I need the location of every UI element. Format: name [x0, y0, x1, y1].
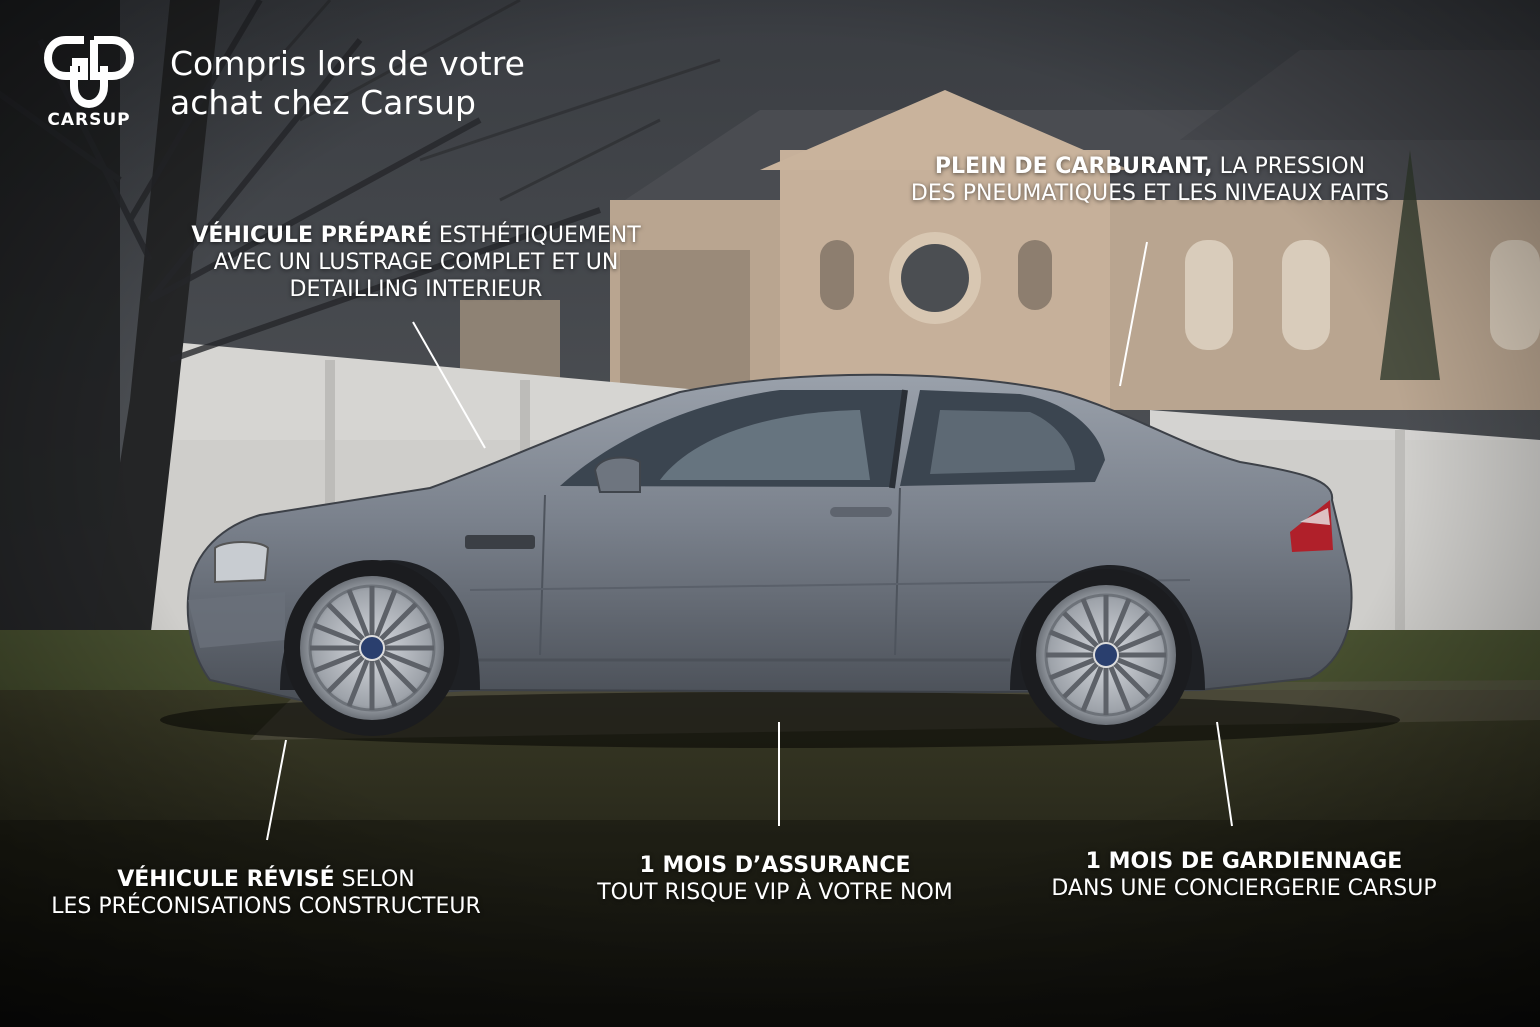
callout-carburant-line-2: DES PNEUMATIQUES ET LES NIVEAUX FAITS	[910, 181, 1390, 206]
callout-gardiennage-bold: 1 MOIS DE GARDIENNAGE	[1085, 849, 1403, 874]
callout-prepare-rest: ESTHÉTIQUEMENT	[431, 223, 641, 248]
headline-line-1: Compris lors de votre	[170, 44, 525, 83]
callout-vehicle-prepared: VÉHICULE PRÉPARÉ ESTHÉTIQUEMENT AVEC UN …	[190, 222, 642, 303]
callout-assurance-bold: 1 MOIS D’ASSURANCE	[639, 853, 911, 878]
callout-storage: 1 MOIS DE GARDIENNAGE DANS UNE CONCIERGE…	[1030, 848, 1458, 902]
callout-prepare-line-2: AVEC UN LUSTRAGE COMPLET ET UN	[213, 250, 619, 275]
callout-gardiennage-line-2: DANS UNE CONCIERGERIE CARSUP	[1051, 876, 1437, 901]
callout-assurance-line-2: TOUT RISQUE VIP À VOTRE NOM	[597, 880, 953, 905]
callout-revise-bold: VÉHICULE RÉVISÉ	[117, 867, 335, 892]
headline-line-2: achat chez Carsup	[170, 83, 476, 122]
callout-insurance: 1 MOIS D’ASSURANCE TOUT RISQUE VIP À VOT…	[580, 852, 970, 906]
callout-fuel-and-levels: PLEIN DE CARBURANT, LA PRESSION DES PNEU…	[900, 153, 1400, 207]
callout-carburant-bold: PLEIN DE CARBURANT,	[934, 154, 1213, 179]
callout-revise-rest: SELON	[334, 867, 415, 892]
carsup-logo: CARSUP	[38, 36, 140, 132]
callout-prepare-line-3: DETAILLING INTERIEUR	[289, 277, 543, 302]
callout-vehicle-serviced: VÉHICULE RÉVISÉ SELON LES PRÉCONISATIONS…	[30, 866, 502, 920]
page-headline: Compris lors de votre achat chez Carsup	[170, 44, 630, 122]
callout-revise-line-2: LES PRÉCONISATIONS CONSTRUCTEUR	[51, 894, 481, 919]
logo-wordmark: CARSUP	[47, 110, 131, 130]
callout-carburant-rest: LA PRESSION	[1212, 154, 1366, 179]
carsup-logo-mark	[44, 36, 134, 108]
callout-prepare-bold: VÉHICULE PRÉPARÉ	[191, 223, 432, 248]
